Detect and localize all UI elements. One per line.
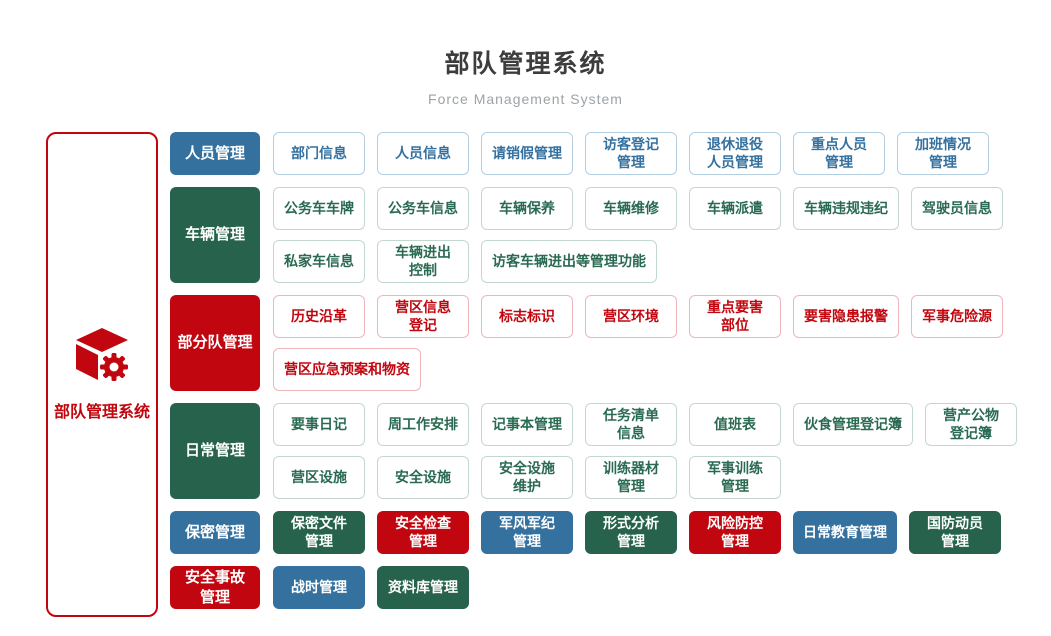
page-title: 部队管理系统 [444,50,607,78]
item-box: 车辆派遣 [689,187,781,230]
item-box: 记事本管理 [481,403,573,446]
item-box: 车辆维修 [585,187,677,230]
item-row: 部门信息人员信息请销假管理访客登记 管理退休退役 人员管理重点人员 管理加班情况… [273,132,989,175]
item-box: 周工作安排 [377,403,469,446]
item-box: 驾驶员信息 [911,187,1003,230]
item-box: 请销假管理 [481,132,573,175]
item-rows: 要事日记周工作安排记事本管理任务清单 信息值班表伙食管理登记簿营产公物 登记簿营… [273,403,1017,499]
item-box: 重点人员 管理 [793,132,885,175]
item-box: 营区设施 [273,456,365,499]
item-box: 人员信息 [377,132,469,175]
item-box: 车辆保养 [481,187,573,230]
item-box: 日常教育管理 [793,511,897,554]
diagram-row: 车辆管理公务车车牌公务车信息车辆保养车辆维修车辆派遣车辆违规违纪驾驶员信息私家车… [170,187,1017,283]
diagram-row: 部分队管理历史沿革营区信息 登记标志标识营区环境重点要害 部位要害隐患报警军事危… [170,295,1017,391]
item-row: 保密文件 管理安全检查 管理军风军纪 管理形式分析 管理风险防控 管理日常教育管… [273,511,1001,554]
item-box: 安全检查 管理 [377,511,469,554]
item-row: 历史沿革营区信息 登记标志标识营区环境重点要害 部位要害隐患报警军事危险源 [273,295,1003,338]
item-rows: 战时管理资料库管理 [273,566,469,609]
item-box: 值班表 [689,403,781,446]
diagram-row: 保密管理保密文件 管理安全检查 管理军风军纪 管理形式分析 管理风险防控 管理日… [170,511,1017,554]
item-box: 私家车信息 [273,240,365,283]
item-box: 车辆违规违纪 [793,187,899,230]
item-box: 公务车信息 [377,187,469,230]
item-box: 安全设施 维护 [481,456,573,499]
item-box: 要事日记 [273,403,365,446]
item-box: 加班情况 管理 [897,132,989,175]
rows: 人员管理部门信息人员信息请销假管理访客登记 管理退休退役 人员管理重点人员 管理… [170,132,1017,617]
item-box: 营区环境 [585,295,677,338]
root-node-label: 部队管理系统 [53,404,150,421]
item-box: 国防动员 管理 [909,511,1001,554]
page-header: 部队管理系统 Force Management System [0,0,1051,107]
item-box: 军事训练 管理 [689,456,781,499]
item-box: 退休退役 人员管理 [689,132,781,175]
item-box: 车辆进出 控制 [377,240,469,283]
category-box: 安全事故 管理 [170,566,260,609]
category-box: 部分队管理 [170,295,260,391]
item-box: 伙食管理登记簿 [793,403,913,446]
item-box: 营区应急预案和物资 [273,348,421,391]
item-box: 风险防控 管理 [689,511,781,554]
item-rows: 历史沿革营区信息 登记标志标识营区环境重点要害 部位要害隐患报警军事危险源营区应… [273,295,1003,391]
item-box: 保密文件 管理 [273,511,365,554]
item-row: 营区设施安全设施安全设施 维护训练器材 管理军事训练 管理 [273,456,1017,499]
cube-gear-icon [73,327,131,388]
item-row: 要事日记周工作安排记事本管理任务清单 信息值班表伙食管理登记簿营产公物 登记簿 [273,403,1017,446]
root-node: 部队管理系统 [46,132,158,617]
diagram: 部队管理系统 人员管理部门信息人员信息请销假管理访客登记 管理退休退役 人员管理… [46,132,1051,617]
item-box: 访客车辆进出等管理功能 [481,240,657,283]
item-box: 军事危险源 [911,295,1003,338]
item-row: 战时管理资料库管理 [273,566,469,609]
category-box: 日常管理 [170,403,260,499]
item-rows: 保密文件 管理安全检查 管理军风军纪 管理形式分析 管理风险防控 管理日常教育管… [273,511,1001,554]
item-box: 营产公物 登记簿 [925,403,1017,446]
item-box: 重点要害 部位 [689,295,781,338]
item-row: 私家车信息车辆进出 控制访客车辆进出等管理功能 [273,240,1003,283]
item-box: 军风军纪 管理 [481,511,573,554]
diagram-row: 人员管理部门信息人员信息请销假管理访客登记 管理退休退役 人员管理重点人员 管理… [170,132,1017,175]
item-box: 要害隐患报警 [793,295,899,338]
item-box: 历史沿革 [273,295,365,338]
page-subtitle: Force Management System [428,91,623,107]
item-box: 战时管理 [273,566,365,609]
item-row: 营区应急预案和物资 [273,348,1003,391]
item-box: 访客登记 管理 [585,132,677,175]
item-rows: 公务车车牌公务车信息车辆保养车辆维修车辆派遣车辆违规违纪驾驶员信息私家车信息车辆… [273,187,1003,283]
item-rows: 部门信息人员信息请销假管理访客登记 管理退休退役 人员管理重点人员 管理加班情况… [273,132,989,175]
item-box: 训练器材 管理 [585,456,677,499]
item-box: 安全设施 [377,456,469,499]
item-box: 标志标识 [481,295,573,338]
diagram-row: 日常管理要事日记周工作安排记事本管理任务清单 信息值班表伙食管理登记簿营产公物 … [170,403,1017,499]
diagram-row: 安全事故 管理战时管理资料库管理 [170,566,1017,609]
item-box: 资料库管理 [377,566,469,609]
category-box: 保密管理 [170,511,260,554]
item-box: 公务车车牌 [273,187,365,230]
category-box: 车辆管理 [170,187,260,283]
item-row: 公务车车牌公务车信息车辆保养车辆维修车辆派遣车辆违规违纪驾驶员信息 [273,187,1003,230]
item-box: 部门信息 [273,132,365,175]
item-box: 营区信息 登记 [377,295,469,338]
category-box: 人员管理 [170,132,260,175]
item-box: 任务清单 信息 [585,403,677,446]
item-box: 形式分析 管理 [585,511,677,554]
